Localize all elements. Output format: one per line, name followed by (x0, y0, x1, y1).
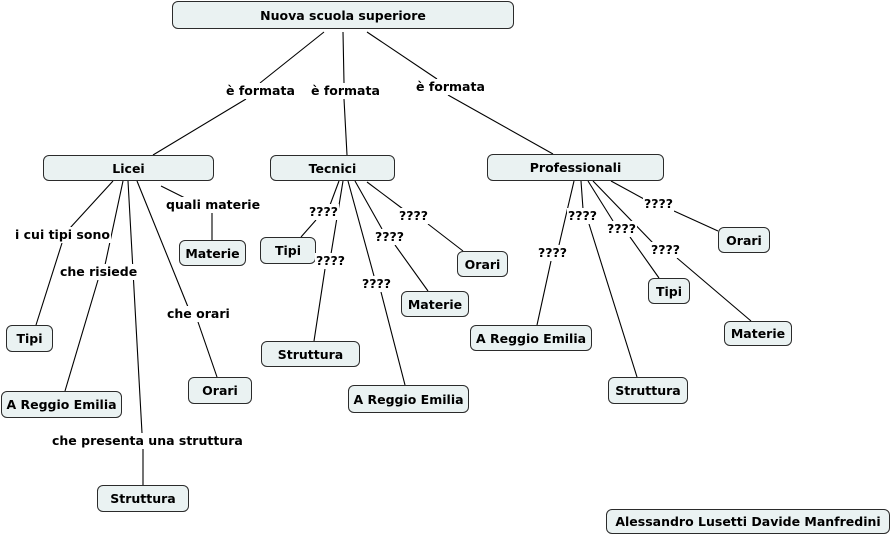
prof-orari-node[interactable]: Orari (718, 227, 770, 253)
link-licei-tipi (35, 180, 114, 326)
link-licei-orari (136, 180, 218, 378)
label-licei-reggio: che risiede (59, 264, 139, 280)
link-licei-struttura (127, 180, 144, 485)
tecnici-materie-node[interactable]: Materie (401, 291, 469, 317)
tecnici-orari-node[interactable]: Orari (457, 251, 508, 277)
label-prof-orari: ???? (643, 196, 675, 212)
prof-materie-node[interactable]: Materie (724, 321, 792, 346)
link-licei-materie (160, 185, 213, 240)
link-tecnici-orari (366, 181, 464, 252)
authors-node[interactable]: Alessandro Lusetti Davide Manfredini (606, 509, 890, 534)
label-licei-orari: che orari (166, 306, 231, 322)
link-root-licei (152, 31, 325, 156)
label-prof-struttura: ???? (567, 208, 599, 224)
label-root-prof: è formata (415, 79, 486, 95)
tecnici-reggio-node[interactable]: A Reggio Emilia (348, 385, 469, 413)
licei-materie-node[interactable]: Materie (179, 240, 246, 266)
label-prof-materie: ???? (650, 242, 682, 258)
label-tecnici-orari: ???? (398, 208, 430, 224)
root-node[interactable]: Nuova scuola superiore (172, 1, 514, 29)
tecnici-struttura-node[interactable]: Struttura (261, 341, 360, 367)
label-root-licei: è formata (225, 83, 296, 99)
tecnici-node[interactable]: Tecnici (270, 155, 395, 181)
link-licei-reggio (64, 180, 124, 392)
link-tecnici-tipi (300, 180, 340, 238)
professionali-node[interactable]: Professionali (487, 154, 664, 181)
link-tecnici-materie (354, 180, 429, 292)
prof-struttura-node[interactable]: Struttura (608, 377, 688, 404)
link-prof-orari (610, 180, 719, 232)
licei-node[interactable]: Licei (43, 155, 214, 181)
prof-tipi-node[interactable]: Tipi (648, 278, 690, 304)
link-root-tecnici (342, 31, 348, 156)
link-tecnici-reggio (347, 180, 406, 386)
licei-tipi-node[interactable]: Tipi (6, 325, 53, 352)
label-licei-tipi: i cui tipi sono (14, 227, 111, 243)
label-prof-reggio: ???? (537, 245, 569, 261)
link-prof-struttura (580, 180, 638, 378)
label-root-tecnici: è formata (310, 83, 381, 99)
link-prof-materie (592, 180, 752, 322)
link-prof-reggio (536, 180, 575, 326)
label-licei-struttura: che presenta una struttura (51, 433, 244, 449)
link-root-prof (366, 31, 554, 155)
label-tecnici-materie: ???? (374, 229, 406, 245)
licei-reggio-node[interactable]: A Reggio Emilia (1, 391, 122, 418)
label-tecnici-struttura: ???? (315, 253, 347, 269)
label-licei-materie: quali materie (165, 197, 262, 213)
tecnici-tipi-node[interactable]: Tipi (260, 237, 316, 264)
link-prof-tipi (587, 180, 660, 279)
label-tecnici-tipi: ???? (308, 204, 340, 220)
label-prof-tipi: ???? (606, 221, 638, 237)
label-tecnici-reggio: ???? (361, 276, 393, 292)
licei-orari-node[interactable]: Orari (188, 377, 252, 404)
prof-reggio-node[interactable]: A Reggio Emilia (470, 325, 592, 351)
licei-struttura-node[interactable]: Struttura (97, 485, 189, 512)
